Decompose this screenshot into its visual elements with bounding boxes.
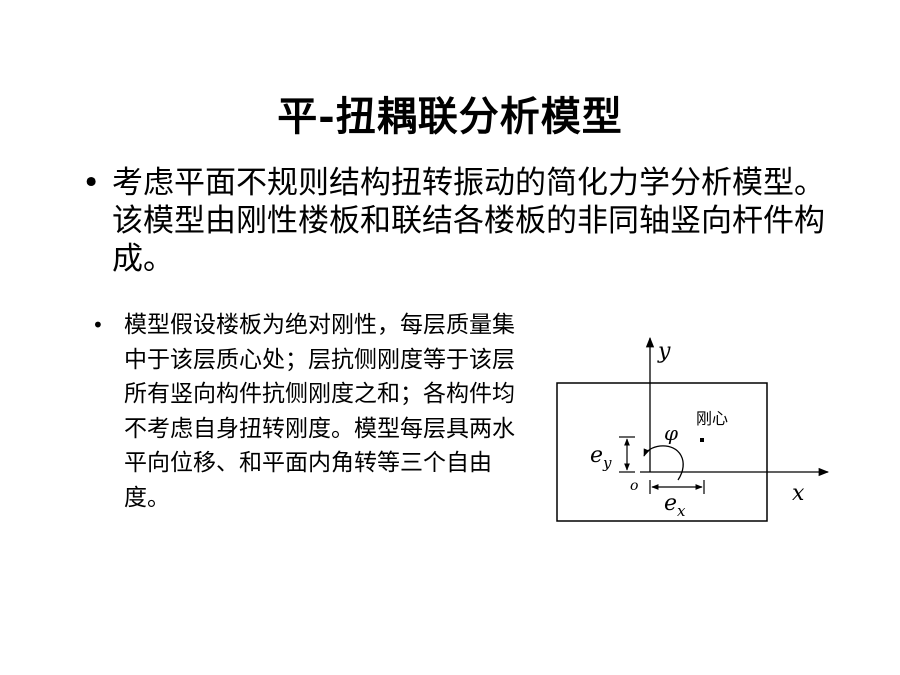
main-bullet: • 考虑平面不规则结构扭转振动的简化力学分析模型。该模型由刚性楼板和联结各楼板的… [82,164,852,278]
floor-model-diagram: y x φ 刚心 ey o ex [556,336,830,522]
x-axis-label: x [792,481,805,506]
ey-label: ey [590,443,612,472]
y-axis-label: y [657,339,671,364]
origin-label: o [630,478,638,494]
stiffness-center-label: 刚心 [696,409,728,428]
ex-label: ex [664,491,686,520]
sub-bullet-text: 模型假设楼板为绝对刚性，每层质量集中于该层质心处；层抗侧刚度等于该层所有竖向构件… [124,312,515,511]
sub-bullet: • 模型假设楼板为绝对刚性，每层质量集中于该层质心处；层抗侧刚度等于该层所有竖向… [92,308,532,515]
floor-slab-rect [556,382,768,522]
stiffness-center-point [700,438,704,442]
bullet-marker: • [92,313,104,337]
main-bullet-text: 考虑平面不规则结构扭转振动的简化力学分析模型。该模型由刚性楼板和联结各楼板的非同… [112,165,825,277]
slide-title: 平-扭耦联分析模型 [277,93,623,140]
rotation-arc [643,445,684,481]
bullet-marker: • [82,165,101,201]
phi-label: φ [664,421,678,445]
